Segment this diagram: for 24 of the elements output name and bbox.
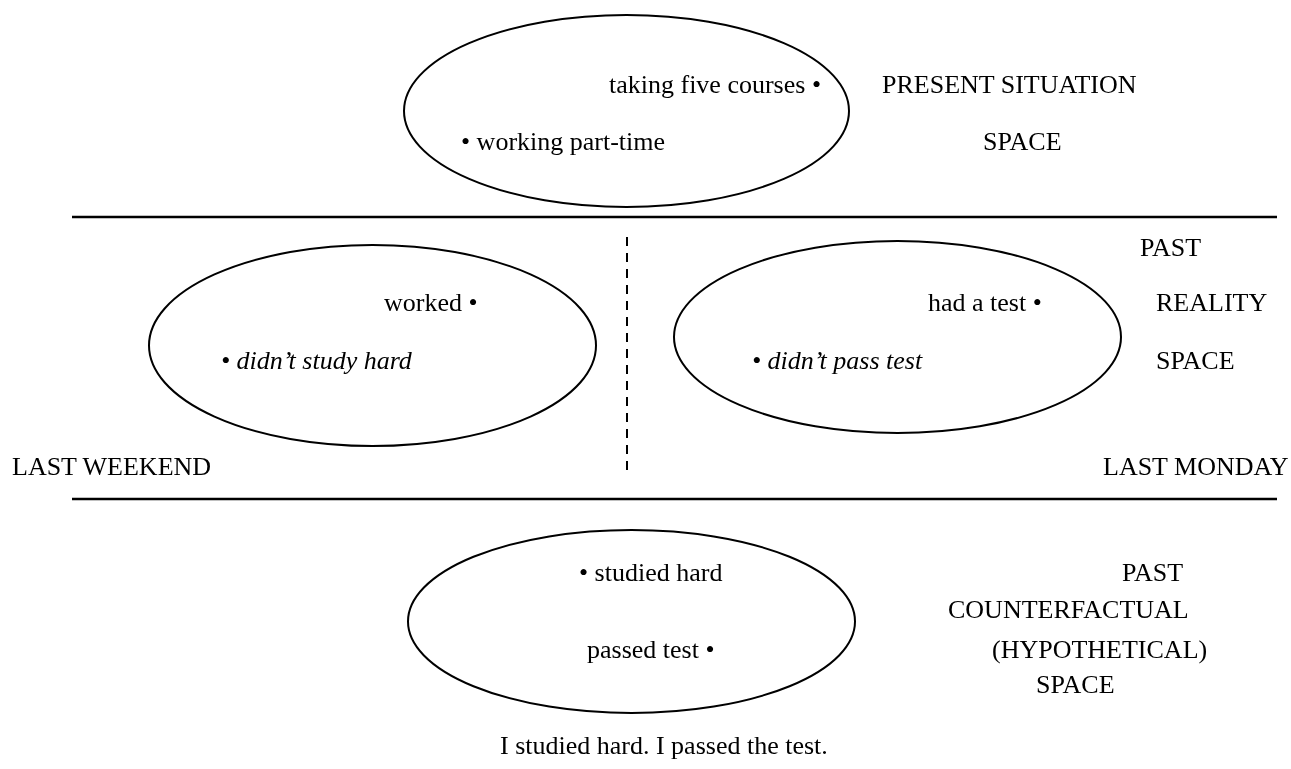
space-label: LAST WEEKEND: [12, 452, 212, 482]
space-label: SPACE: [1036, 670, 1115, 700]
space-label: (HYPOTHETICAL): [992, 635, 1208, 665]
bullet-item: • didn’t pass test: [752, 346, 923, 376]
space-label: PRESENT SITUATION: [882, 70, 1137, 100]
space-label: PAST: [1140, 233, 1202, 263]
ellipse-node: [148, 244, 597, 447]
ellipse-node: [407, 529, 856, 714]
space-label: COUNTERFACTUAL: [948, 595, 1189, 625]
space-label: PAST: [1122, 558, 1184, 588]
bullet-item: taking five courses •: [609, 70, 821, 100]
bullet-item: passed test •: [587, 635, 715, 665]
ellipse-node: [403, 14, 850, 208]
caption: I studied hard. I passed the test.: [500, 731, 828, 761]
bullet-item: • didn’t study hard: [221, 346, 412, 376]
bullet-item: • studied hard: [579, 558, 723, 588]
bullet-item: • working part-time: [461, 127, 666, 157]
space-label: SPACE: [983, 127, 1062, 157]
bullet-item: had a test •: [928, 288, 1042, 318]
ellipse-node: [673, 240, 1122, 434]
space-label: SPACE: [1156, 346, 1235, 376]
bullet-item: worked •: [384, 288, 478, 318]
space-label: LAST MONDAY: [1103, 452, 1289, 482]
space-label: REALITY: [1156, 288, 1268, 318]
